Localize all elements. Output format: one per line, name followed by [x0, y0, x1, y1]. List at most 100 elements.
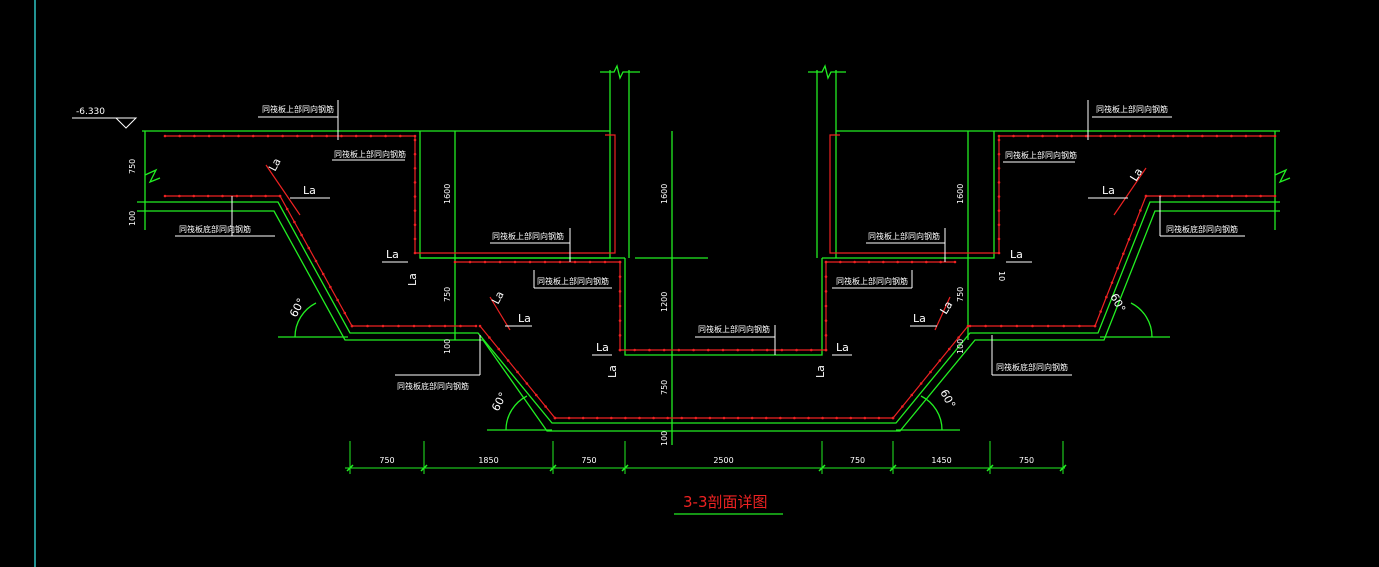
rebar-dot: [1173, 194, 1176, 198]
rebar-dot: [558, 260, 562, 264]
angle-labels: 60° 60° 60° 60°: [287, 291, 1128, 413]
angle-right-upper: 60°: [1107, 291, 1128, 314]
rebar-dot: [1105, 295, 1108, 299]
rebar-dot: [443, 324, 447, 328]
rebar-dot: [824, 304, 828, 308]
pit-structure-outline: [137, 64, 1291, 445]
rebar-dot: [1122, 252, 1125, 256]
rebar-dot: [528, 260, 532, 264]
note-inner-left: 同筏板上部同向钢筋: [492, 231, 564, 241]
note-bottom-right: 同筏板底部同向钢筋: [1166, 224, 1238, 234]
rebar-dot: [459, 324, 462, 328]
note-mid-left: 同筏板上部同向钢筋: [537, 276, 609, 286]
rebar-dot: [310, 134, 314, 138]
rebar-dot: [666, 416, 669, 420]
rebar-dot: [369, 134, 373, 138]
dim-label: 2500: [713, 456, 733, 465]
rebar-dot: [953, 260, 957, 264]
rebar-dot: [677, 348, 681, 352]
rebar-dot: [652, 416, 655, 420]
thk-750-right-mid: 750: [956, 287, 965, 302]
la-13: La: [406, 273, 419, 286]
rebar-dot: [1157, 134, 1161, 138]
drawing-title: 3-3剖面详图: [683, 493, 768, 511]
rebar-dot: [413, 223, 417, 227]
rebar-dot: [249, 194, 253, 198]
rebar-dot: [1230, 134, 1233, 138]
rebar-dot: [968, 324, 972, 328]
rebar-dot: [824, 319, 828, 322]
rebar-dot: [314, 259, 318, 263]
rebar-dot: [1273, 194, 1277, 198]
rebar-dot: [997, 166, 1001, 170]
rebar-dot: [534, 393, 538, 397]
rebar-dot: [692, 348, 695, 352]
la-4: La: [1010, 248, 1023, 261]
rebar-dot: [340, 134, 343, 138]
rebar-dot: [428, 324, 431, 328]
thickness-labels: 750 100 1600 750 100 1600 1200 750 100 1…: [128, 159, 1006, 446]
rebar-dot: [1116, 266, 1119, 270]
dim-tick: [420, 464, 428, 472]
rebar-dot: [638, 416, 641, 420]
rebar-dot: [867, 260, 871, 264]
rebar-dot: [206, 194, 210, 198]
rebar-dot: [736, 416, 740, 420]
rebar-dot: [997, 134, 1001, 138]
rebar-dot: [750, 416, 754, 420]
note-slope-top-right: 同筏板上部同向钢筋: [1005, 150, 1077, 160]
rebar-dot: [1031, 324, 1034, 328]
rebar-dot: [957, 336, 960, 339]
rebar-dot: [603, 260, 607, 264]
dim-label: 1450: [931, 456, 951, 465]
rebar-dot: [824, 275, 828, 278]
rebar-dot: [266, 134, 270, 138]
rebar-dot: [694, 416, 698, 420]
rebar-dot: [824, 290, 828, 293]
thk-1200-center: 1200: [660, 292, 669, 312]
rebar-dot: [1012, 134, 1015, 138]
rebar-dot: [453, 260, 457, 264]
rebar-dot: [809, 348, 813, 352]
rebar-dot: [163, 134, 167, 138]
rebar-dot: [1259, 134, 1262, 138]
rebar-dot: [984, 324, 987, 328]
la-8: La: [836, 341, 849, 354]
rebar-dot: [662, 348, 666, 352]
rebar-dot: [581, 416, 585, 420]
rebar-dot: [680, 416, 684, 420]
rebar-dot: [618, 304, 622, 308]
rebar-dot: [468, 260, 472, 264]
rebar-dot: [474, 324, 478, 328]
rebar-dot: [877, 416, 881, 420]
rebar-dot: [1055, 134, 1059, 138]
rebar-dot: [882, 260, 885, 264]
rebar-dot: [863, 416, 867, 420]
rebar-notes: 同筏板上部同向钢筋 同筏板上部同向钢筋 同筏板上部同向钢筋 同筏板上部同向钢筋 …: [179, 104, 1238, 391]
rebar-dot: [839, 260, 842, 264]
rebar-dot: [1084, 134, 1088, 138]
la-9: La: [266, 156, 284, 173]
la-callout-lines: [290, 197, 1128, 356]
rebar-dot: [193, 134, 196, 138]
rebar-dot: [919, 382, 923, 385]
rebar-dot: [595, 416, 599, 420]
thk-left-750: 750: [128, 159, 137, 174]
rebar-dot: [824, 260, 828, 264]
rebar-dot: [1078, 324, 1081, 328]
rebar-dot: [1093, 324, 1097, 328]
rebar-dot: [999, 324, 1003, 328]
rebar-dot: [997, 237, 1001, 241]
thk-1600-center: 1600: [660, 184, 669, 204]
rebar-dot: [343, 311, 347, 315]
rebar-dot: [1015, 324, 1019, 328]
rebar-dot: [1201, 134, 1204, 138]
rebar-dot: [1172, 134, 1175, 138]
dim-tick: [818, 464, 826, 472]
la-11: La: [489, 289, 507, 306]
la-15: La: [814, 365, 827, 378]
rebar-dot: [929, 370, 932, 374]
note-inner-right: 同筏板上部同向钢筋: [868, 231, 940, 241]
rebar-dot: [397, 324, 400, 328]
